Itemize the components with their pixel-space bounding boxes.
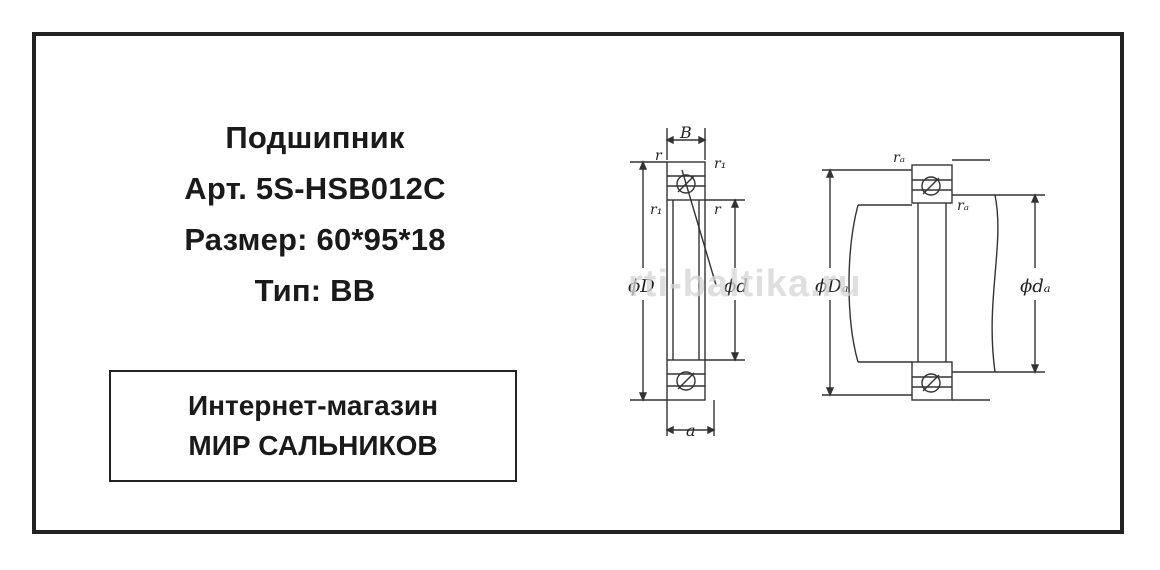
label-phid: ϕd <box>724 276 748 297</box>
product-article: Арт. 5S-HSB012C <box>184 171 446 206</box>
label-phiD: ϕD <box>628 276 655 297</box>
shop-line1: Интернет-магазин <box>187 390 439 421</box>
label-phida: ϕdₐ <box>1020 276 1051 297</box>
watermark: rti-baltika.ru <box>628 263 862 305</box>
label-a: a <box>686 421 696 440</box>
label-r1-top: r₁ <box>714 156 726 172</box>
label-phiDa: ϕDₐ <box>815 276 848 297</box>
label-r-top: r <box>655 148 663 164</box>
product-type: Тип: BB <box>254 273 376 308</box>
label-r1-left: r₁ <box>650 202 662 218</box>
shop-name: МИР САЛЬНИКОВ <box>188 430 438 461</box>
shop-box: Интернет-магазин МИР САЛЬНИКОВ <box>109 370 517 482</box>
product-size: Размер: 60*95*18 <box>184 222 446 257</box>
label-r-right: r <box>714 202 722 218</box>
label-ra-top: rₐ <box>893 150 905 166</box>
card-frame <box>32 32 1124 534</box>
label-ra-right: rₐ <box>957 198 969 214</box>
product-info: Подшипник Арт. 5S-HSB012C Размер: 60*95*… <box>110 112 520 316</box>
product-title: Подшипник <box>225 120 405 155</box>
label-B: B <box>679 123 692 142</box>
